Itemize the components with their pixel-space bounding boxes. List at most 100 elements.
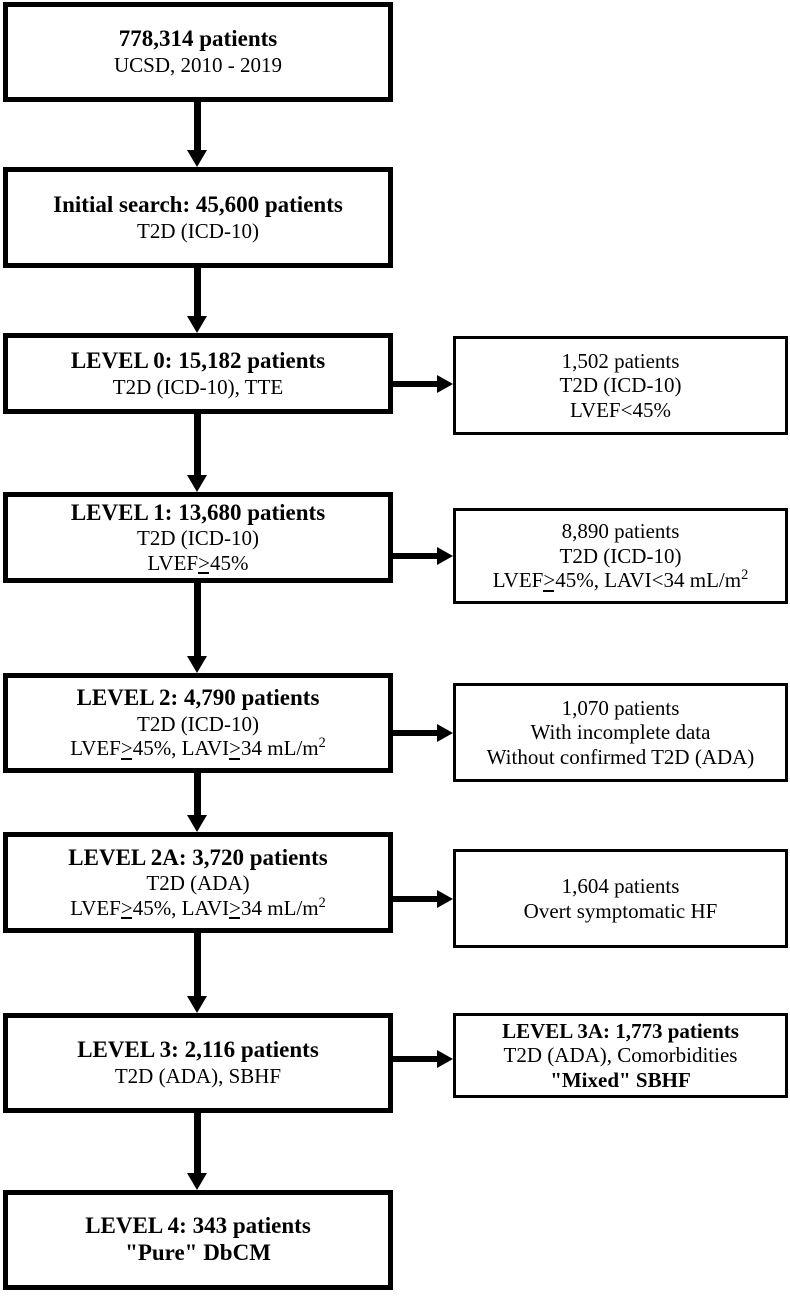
level-2a-lavi-value: 34 mL/m (240, 895, 319, 920)
node-level-2a-excluded: 1,604 patients Overt symptomatic HF (453, 849, 788, 948)
arrow-shaft (393, 730, 439, 736)
node-level-0-excluded-line2: T2D (ICD-10) (559, 373, 682, 398)
level-1-lvef-value: 45% (209, 550, 249, 575)
node-level-3a-line3: "Mixed" SBHF (550, 1067, 691, 1092)
arrow-head (187, 815, 207, 832)
node-initial-search: Initial search: 45,600 patients T2D (ICD… (3, 167, 393, 268)
level-2-lavi-value: 34 mL/m (240, 736, 319, 761)
level-2a-lvef-label: LVEF (70, 895, 121, 920)
greater-or-equal-icon: > (543, 568, 556, 593)
arrow-shaft (194, 583, 201, 656)
greater-or-equal-icon: > (229, 736, 241, 761)
node-level-3a-line1: LEVEL 3A: 1,773 patients (502, 1018, 739, 1043)
node-level-3-line1: LEVEL 3: 2,116 patients (77, 1037, 319, 1063)
arrow-shaft (194, 268, 201, 316)
node-level-2-excluded-line1: 1,070 patients (561, 695, 680, 720)
level-2a-mid: 45%, LAVI (132, 895, 230, 920)
node-source-cohort-line2: UCSD, 2010 - 2019 (113, 53, 282, 78)
node-initial-search-line1: Initial search: 45,600 patients (53, 191, 343, 217)
arrow-level1-to-level2 (187, 583, 207, 673)
node-level-0-excluded: 1,502 patients T2D (ICD-10) LVEF<45% (453, 336, 788, 435)
arrow-level2a-to-level3 (187, 933, 207, 1013)
arrow-shaft (194, 102, 201, 150)
node-level-0-line1: LEVEL 0: 15,182 patients (70, 347, 326, 373)
arrow-shaft (393, 553, 439, 559)
arrow-head (187, 150, 207, 167)
arrow-initial-search-to-level0 (187, 268, 207, 333)
node-level-4: LEVEL 4: 343 patients "Pure" DbCM (3, 1190, 393, 1290)
node-level-2-excluded-line3: Without confirmed T2D (ADA) (486, 744, 755, 769)
node-level-2a-line1: LEVEL 2A: 3,720 patients (68, 844, 328, 870)
arrow-level3-to-level4 (187, 1113, 207, 1190)
level-1-excluded-lavi: 45%, LAVI<34 mL/m (555, 568, 742, 593)
node-level-1-excluded: 8,890 patients T2D (ICD-10) LVEF>45%, LA… (453, 508, 788, 604)
greater-or-equal-icon: > (120, 736, 133, 761)
node-level-1-line1: LEVEL 1: 13,680 patients (70, 499, 326, 525)
arrow-shaft (393, 1056, 439, 1062)
node-level-2-line1: LEVEL 2: 4,790 patients (76, 685, 320, 711)
node-level-0-excluded-line1: 1,502 patients (561, 348, 680, 373)
arrow-head (187, 475, 207, 492)
arrow-head (437, 547, 453, 565)
node-level-2a-excluded-line1: 1,604 patients (561, 874, 680, 899)
arrow-level2-to-level2a (187, 773, 207, 832)
arrow-shaft (194, 773, 201, 815)
node-level-4-line2: "Pure" DbCM (125, 1240, 271, 1265)
arrow-head (187, 316, 207, 333)
node-source-cohort-line1: 778,314 patients (118, 26, 278, 52)
node-level-1-excluded-line2: T2D (ICD-10) (559, 543, 682, 568)
node-level-2-line3: LVEF>45%, LAVI>34 mL/m2 (70, 736, 325, 760)
arrow-head (187, 1173, 207, 1190)
arrow-level0-to-excluded (393, 375, 453, 393)
level-1-excluded-lvef-label: LVEF (492, 568, 544, 593)
arrow-shaft (393, 381, 439, 387)
greater-or-equal-icon: > (120, 895, 133, 920)
arrow-level0-to-level1 (187, 414, 207, 492)
node-level-4-line1: LEVEL 4: 343 patients (85, 1213, 311, 1239)
greater-or-equal-icon: > (198, 550, 210, 575)
node-level-3-line2: T2D (ADA), SBHF (114, 1064, 282, 1089)
arrow-head (437, 890, 453, 908)
node-level-2a-excluded-line2: Overt symptomatic HF (523, 898, 718, 923)
arrow-head (437, 375, 453, 393)
node-level-2-excluded: 1,070 patients With incomplete data With… (453, 683, 788, 782)
node-level-1-line2: T2D (ICD-10) (137, 526, 259, 551)
node-initial-search-line2: T2D (ICD-10) (137, 218, 259, 243)
node-level-3a: LEVEL 3A: 1,773 patients T2D (ADA), Como… (453, 1013, 788, 1098)
arrow-head (437, 1050, 453, 1068)
node-level-0-line2: T2D (ICD-10), TTE (112, 374, 284, 399)
arrow-shaft (194, 414, 201, 475)
level-2-mid: 45%, LAVI (132, 736, 230, 761)
level-2-sup: 2 (318, 735, 326, 752)
arrow-level2a-to-excluded (393, 890, 453, 908)
level-2-lvef-label: LVEF (70, 736, 121, 761)
node-level-2a: LEVEL 2A: 3,720 patients T2D (ADA) LVEF>… (3, 832, 393, 933)
arrow-level2-to-excluded (393, 724, 453, 742)
node-level-1: LEVEL 1: 13,680 patients T2D (ICD-10) LV… (3, 492, 393, 583)
node-level-2: LEVEL 2: 4,790 patients T2D (ICD-10) LVE… (3, 673, 393, 773)
arrow-head (187, 656, 207, 673)
node-source-cohort: 778,314 patients UCSD, 2010 - 2019 (3, 2, 393, 102)
node-level-1-line3: LVEF>45% (148, 551, 249, 575)
node-level-1-excluded-line3: LVEF>45%, LAVI<34 mL/m2 (493, 568, 748, 592)
arrow-head (437, 724, 453, 742)
arrow-level3-to-level3a (393, 1050, 453, 1068)
node-level-0-excluded-line3: LVEF<45% (570, 397, 671, 422)
node-level-3: LEVEL 3: 2,116 patients T2D (ADA), SBHF (3, 1013, 393, 1113)
node-level-2-line2: T2D (ICD-10) (137, 711, 259, 736)
arrow-head (187, 996, 207, 1013)
arrow-shaft (393, 896, 439, 902)
node-level-2a-line3: LVEF>45%, LAVI>34 mL/m2 (70, 896, 325, 920)
level-1-lvef-label: LVEF (147, 550, 199, 575)
node-level-2-excluded-line2: With incomplete data (530, 720, 711, 745)
arrow-shaft (194, 933, 201, 996)
node-level-0: LEVEL 0: 15,182 patients T2D (ICD-10), T… (3, 333, 393, 414)
greater-or-equal-icon: > (229, 895, 241, 920)
arrow-shaft (194, 1113, 201, 1173)
level-2a-sup: 2 (318, 894, 326, 911)
arrow-level1-to-excluded (393, 547, 453, 565)
node-level-1-excluded-line1: 8,890 patients (561, 519, 680, 544)
arrow-source-to-initial-search (187, 102, 207, 167)
level-1-excluded-sup: 2 (741, 567, 749, 584)
